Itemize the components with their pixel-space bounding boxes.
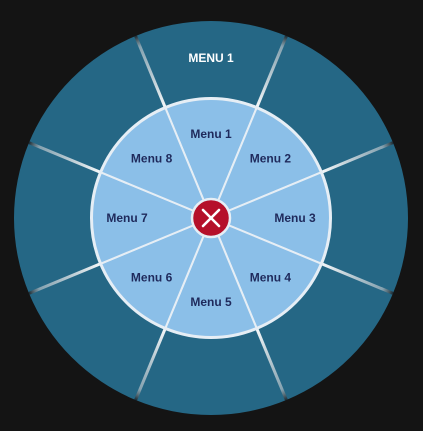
outer-divider xyxy=(255,35,288,108)
outer-divider xyxy=(321,262,394,295)
outer-divider xyxy=(255,328,288,401)
outer-divider xyxy=(321,141,394,174)
inner-menu-item-shape xyxy=(164,98,258,221)
outer-menu-item-shape xyxy=(256,263,394,401)
outer-ring: MENU 1 xyxy=(14,20,408,415)
inner-menu-item-shape xyxy=(208,171,331,265)
outer-menu-item-6[interactable] xyxy=(28,263,166,401)
inner-menu-item-shape xyxy=(91,171,214,265)
outer-menu-item-shape xyxy=(256,35,394,173)
inner-menu-item-shape xyxy=(209,216,323,330)
outer-divider xyxy=(134,328,167,401)
outer-menu-item-shape xyxy=(135,328,287,415)
outer-dividers xyxy=(28,35,394,401)
outer-menu-item-shape xyxy=(321,142,408,294)
outer-menu-item-shape xyxy=(14,142,101,294)
outer-divider xyxy=(28,262,101,295)
outer-menu-item-shape xyxy=(28,263,166,401)
close-button[interactable] xyxy=(190,197,232,239)
outer-menu-item-2[interactable] xyxy=(256,35,394,173)
inner-menu-item-shape xyxy=(209,106,323,220)
outer-menu-item-5[interactable] xyxy=(135,328,287,415)
outer-menu-item-7[interactable] xyxy=(14,142,101,294)
outer-menu-item-4[interactable] xyxy=(256,263,394,401)
outer-menu-item-3[interactable] xyxy=(321,142,408,294)
inner-menu-item-shape xyxy=(99,216,213,330)
inner-menu-item-shape xyxy=(99,106,213,220)
outer-menu-item-8[interactable] xyxy=(28,35,166,173)
close-icon xyxy=(201,208,221,228)
outer-divider xyxy=(28,141,101,174)
inner-menu-item-shape xyxy=(164,215,258,338)
outer-menu-item-shape xyxy=(28,35,166,173)
outer-divider xyxy=(134,35,167,108)
outer-menu-item-shape xyxy=(135,20,287,108)
